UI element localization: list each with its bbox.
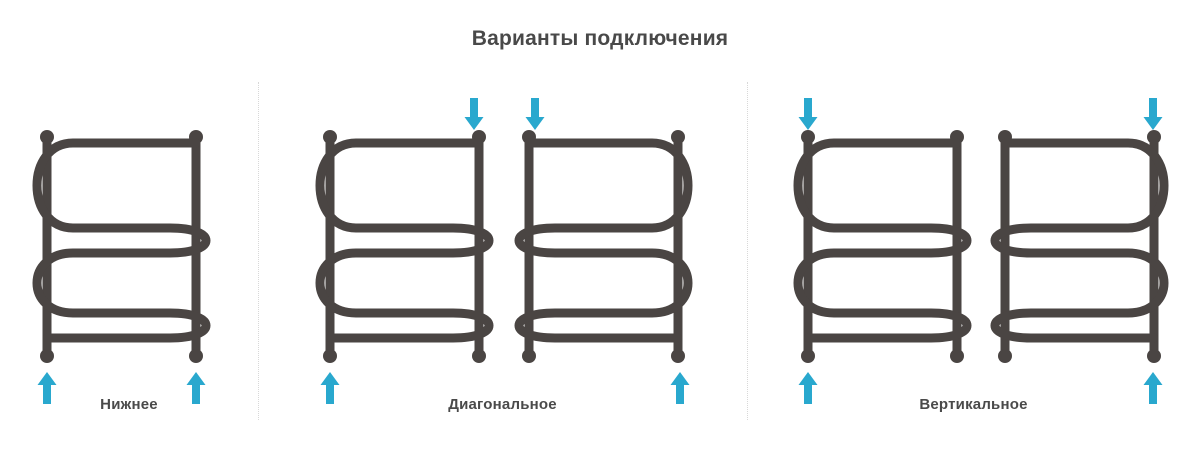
arrow-vertical1-top-down-icon bbox=[798, 98, 818, 130]
arrow-vertical2-top-down-icon bbox=[1143, 98, 1163, 130]
arrow-diagonal1-bottom-up-icon bbox=[320, 372, 340, 404]
section-label-diagonal: Диагональное bbox=[448, 396, 557, 413]
page-title: Варианты подключения bbox=[471, 27, 729, 50]
post-cap-1 bbox=[323, 130, 337, 144]
serpentine-coil bbox=[990, 138, 1169, 343]
arrow-vertical1-bottom-up-icon bbox=[798, 372, 818, 404]
serpentine-coil bbox=[315, 138, 494, 343]
radiator-diagonal-2 bbox=[514, 130, 693, 363]
serpentine-coil bbox=[514, 138, 693, 343]
arrow-vertical2-bottom-up-icon bbox=[1143, 372, 1163, 404]
arrow-diagonal2-bottom-up-icon bbox=[670, 372, 690, 404]
post-cap-4 bbox=[189, 349, 203, 363]
post-cap-4 bbox=[998, 349, 1012, 363]
post-cap-3 bbox=[40, 349, 54, 363]
post-cap-3 bbox=[323, 349, 337, 363]
section-divider-2 bbox=[747, 82, 749, 420]
post-cap-1 bbox=[40, 130, 54, 144]
radiator-bottom-1 bbox=[32, 130, 211, 363]
arrow-diagonal1-top-down-icon bbox=[464, 98, 484, 130]
section-label-bottom: Нижнее bbox=[100, 396, 158, 413]
serpentine-coil bbox=[32, 138, 211, 343]
arrow-diagonal2-top-down-icon bbox=[525, 98, 545, 130]
section-label-vertical: Вертикальное bbox=[919, 396, 1028, 413]
arrow-bottom-left-up-icon bbox=[37, 372, 57, 404]
post-cap-1 bbox=[1147, 130, 1161, 144]
arrow-bottom-right-up-icon bbox=[186, 372, 206, 404]
post-cap-3 bbox=[801, 349, 815, 363]
post-cap-4 bbox=[522, 349, 536, 363]
radiator-vertical-2 bbox=[990, 130, 1169, 363]
post-cap-1 bbox=[801, 130, 815, 144]
post-cap-4 bbox=[472, 349, 486, 363]
post-cap-3 bbox=[1147, 349, 1161, 363]
post-cap-3 bbox=[671, 349, 685, 363]
serpentine-coil bbox=[793, 138, 972, 343]
post-cap-1 bbox=[671, 130, 685, 144]
post-cap-4 bbox=[950, 349, 964, 363]
radiator-diagonal-1 bbox=[315, 130, 494, 363]
section-divider-1 bbox=[258, 82, 260, 420]
radiator-vertical-1 bbox=[793, 130, 972, 363]
